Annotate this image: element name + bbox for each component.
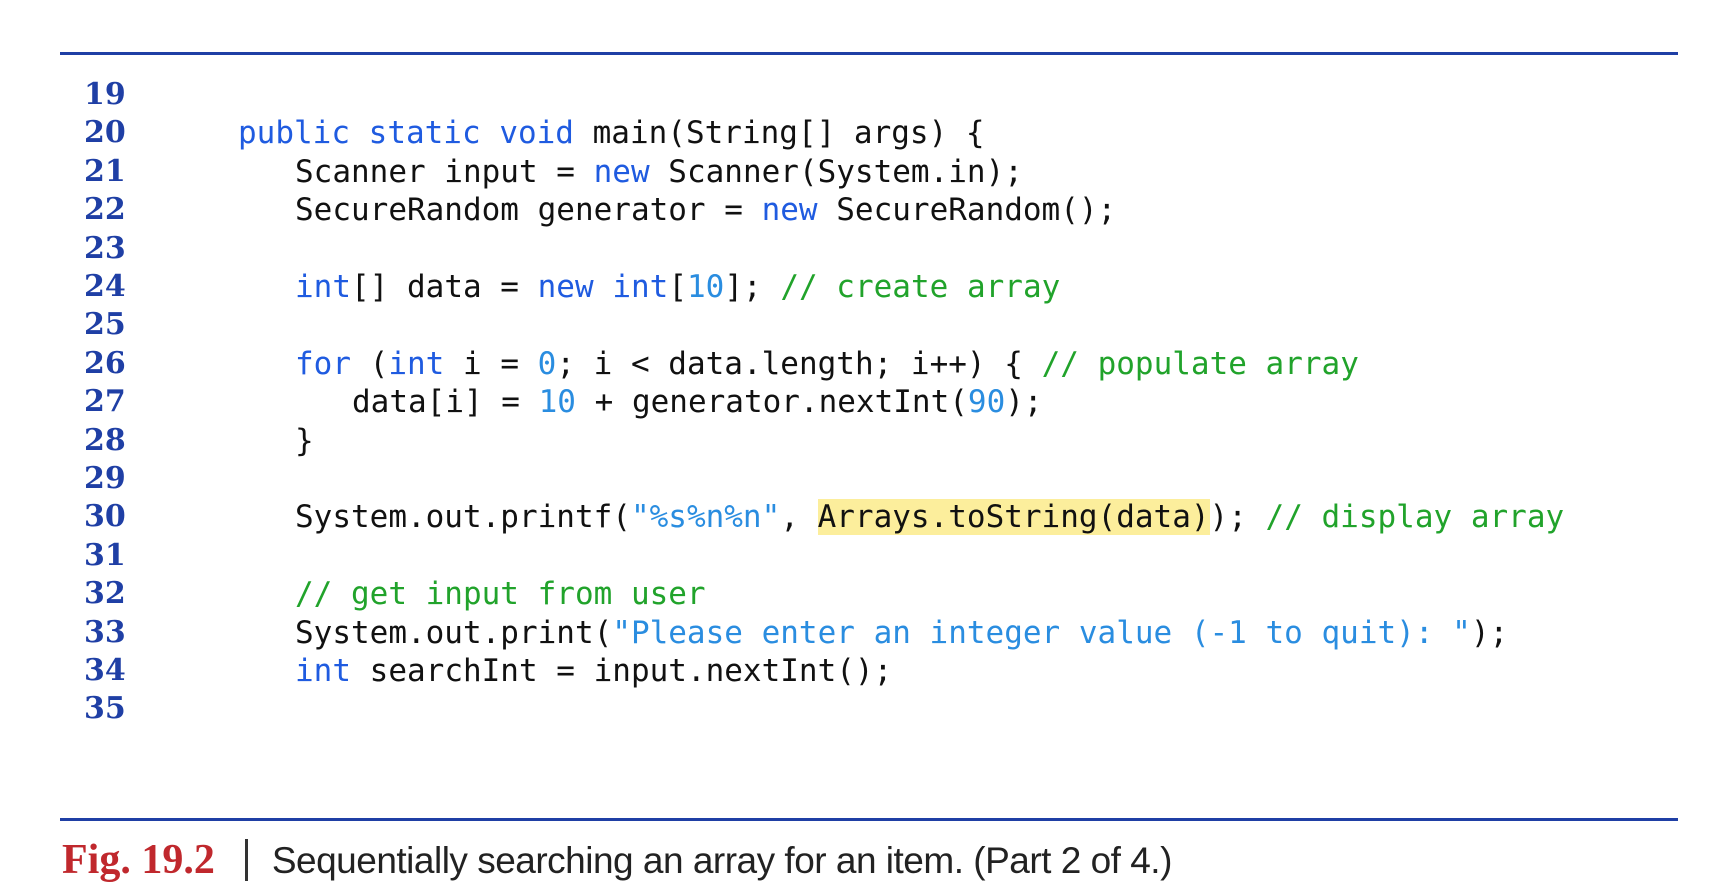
code-token-plain: );	[1005, 384, 1043, 421]
code-token-plain: Scanner input =	[295, 153, 594, 190]
line-number: 23	[84, 230, 126, 266]
code-token-plain: main(String[] args) {	[573, 115, 985, 152]
code-token-plain: Scanner(System.in);	[649, 153, 1023, 190]
code-text: int searchInt = input.nextInt();	[295, 650, 892, 692]
code-line: 29	[0, 458, 1714, 500]
code-token-plain	[481, 115, 500, 151]
code-line: 32 // get input from user	[0, 573, 1714, 615]
line-number: 20	[84, 115, 126, 151]
code-line: 26 for (int i = 0; i < data.length; i++) …	[0, 343, 1714, 385]
code-token-keyword: int	[295, 269, 351, 305]
code-token-plain: (	[351, 345, 389, 382]
code-line: 35	[0, 688, 1714, 730]
code-line: 20 public static void main(String[] args)…	[0, 112, 1714, 154]
line-number: 35	[84, 691, 126, 727]
code-token-literal: "Please enter an integer value (-1 to qu…	[612, 614, 1471, 651]
code-line: 31	[0, 535, 1714, 577]
code-text: public static void main(String[] args) {	[238, 112, 985, 154]
code-token-keyword: int	[388, 345, 445, 382]
code-text: System.out.printf("%s%n%n", Arrays.toStr…	[295, 496, 1564, 538]
line-number: 21	[84, 153, 126, 189]
code-token-plain: );	[1470, 614, 1509, 651]
code-token-plain: SecureRandom();	[817, 192, 1117, 229]
code-text: int[] data = new int[10]; // create arra…	[295, 266, 1060, 308]
code-text: System.out.print("Please enter an intege…	[295, 612, 1508, 654]
code-line: 27 data[i] = 10 + generator.nextInt(90);	[0, 381, 1714, 423]
code-text: }	[295, 420, 314, 462]
code-token-comment: // populate array	[1041, 345, 1359, 382]
code-text: // get input from user	[295, 573, 706, 615]
code-token-plain: );	[1209, 499, 1266, 536]
code-line: 22 SecureRandom generator = new SecureRan…	[0, 189, 1714, 231]
code-token-literal: 0	[537, 345, 557, 382]
code-token-plain: searchInt = input.nextInt();	[351, 653, 893, 689]
line-number: 24	[84, 269, 126, 304]
line-number: 27	[84, 384, 126, 420]
top-rule	[60, 52, 1678, 55]
code-token-comment: // display array	[1265, 499, 1565, 536]
code-line: 21 Scanner input = new Scanner(System.in)…	[0, 151, 1714, 193]
code-token-plain: data[i] =	[352, 384, 539, 421]
code-line: 33 System.out.print("Please enter an inte…	[0, 612, 1714, 654]
code-line: 30 System.out.printf("%s%n%n", Arrays.toS…	[0, 496, 1714, 538]
code-token-plain: [	[668, 269, 687, 305]
code-token-plain: [] data =	[351, 269, 538, 305]
line-number: 26	[84, 345, 126, 381]
code-token-comment: // create array	[780, 269, 1061, 305]
code-token-literal: 90	[967, 384, 1006, 421]
code-line: 34 int searchInt = input.nextInt();	[0, 650, 1714, 692]
code-token-keyword: new	[593, 153, 650, 190]
code-line: 19	[0, 74, 1714, 116]
line-number: 25	[84, 307, 126, 343]
code-text: for (int i = 0; i < data.length; i++) { …	[295, 343, 1359, 385]
figure-label: Fig. 19.2	[62, 837, 215, 883]
caption-text: Sequentially searching an array for an i…	[271, 840, 1173, 881]
code-text: SecureRandom generator = new SecureRando…	[295, 189, 1116, 231]
code-token-keyword: for	[295, 345, 351, 382]
line-number: 22	[84, 192, 126, 228]
code-token-plain: + generator.nextInt(	[575, 384, 968, 421]
code-token-plain: ,	[780, 499, 818, 536]
line-number: 31	[84, 537, 126, 573]
code-token-keyword: new	[761, 192, 818, 229]
code-token-comment: // get input from user	[295, 576, 706, 613]
code-token-keyword: int	[612, 269, 669, 305]
code-token-plain: SecureRandom generator =	[295, 192, 762, 229]
line-number: 19	[84, 77, 126, 112]
code-token-plain	[594, 269, 613, 305]
line-number: 32	[84, 576, 126, 612]
line-number: 28	[84, 422, 126, 458]
code-token-literal: 10	[538, 384, 576, 421]
code-token-plain: ];	[724, 269, 781, 305]
code-token-literal: 10	[686, 269, 725, 305]
code-token-plain: }	[295, 422, 314, 459]
caption-separator	[244, 839, 248, 881]
code-line: 25	[0, 304, 1714, 346]
code-token-plain: System.out.printf(	[295, 499, 631, 536]
code-token-keyword: int	[295, 653, 351, 689]
code-line: 28}	[0, 420, 1714, 462]
code-text: Scanner input = new Scanner(System.in);	[295, 151, 1023, 193]
code-token-plain: ; i < data.length; i++) {	[556, 345, 1042, 382]
code-token-keyword: new	[537, 269, 594, 305]
code-line: 23	[0, 228, 1714, 270]
code-text: data[i] = 10 + generator.nextInt(90);	[352, 381, 1043, 423]
line-number: 30	[84, 499, 126, 535]
code-token-keyword: void	[499, 115, 574, 152]
code-token-plain: i =	[444, 345, 538, 382]
code-token-keyword: static	[368, 115, 481, 152]
figure-caption: Fig. 19.2 Sequentially searching an array…	[62, 836, 1172, 892]
bottom-rule	[60, 818, 1678, 821]
line-number: 33	[84, 614, 126, 650]
line-number: 34	[84, 653, 126, 688]
code-token-highlight: Arrays.toString(data)	[817, 499, 1210, 536]
code-token-literal: "%s%n%n"	[630, 499, 781, 536]
code-token-keyword: public	[238, 115, 350, 152]
line-number: 29	[84, 461, 126, 496]
code-token-plain	[350, 115, 369, 151]
code-token-plain: System.out.print(	[295, 614, 613, 651]
